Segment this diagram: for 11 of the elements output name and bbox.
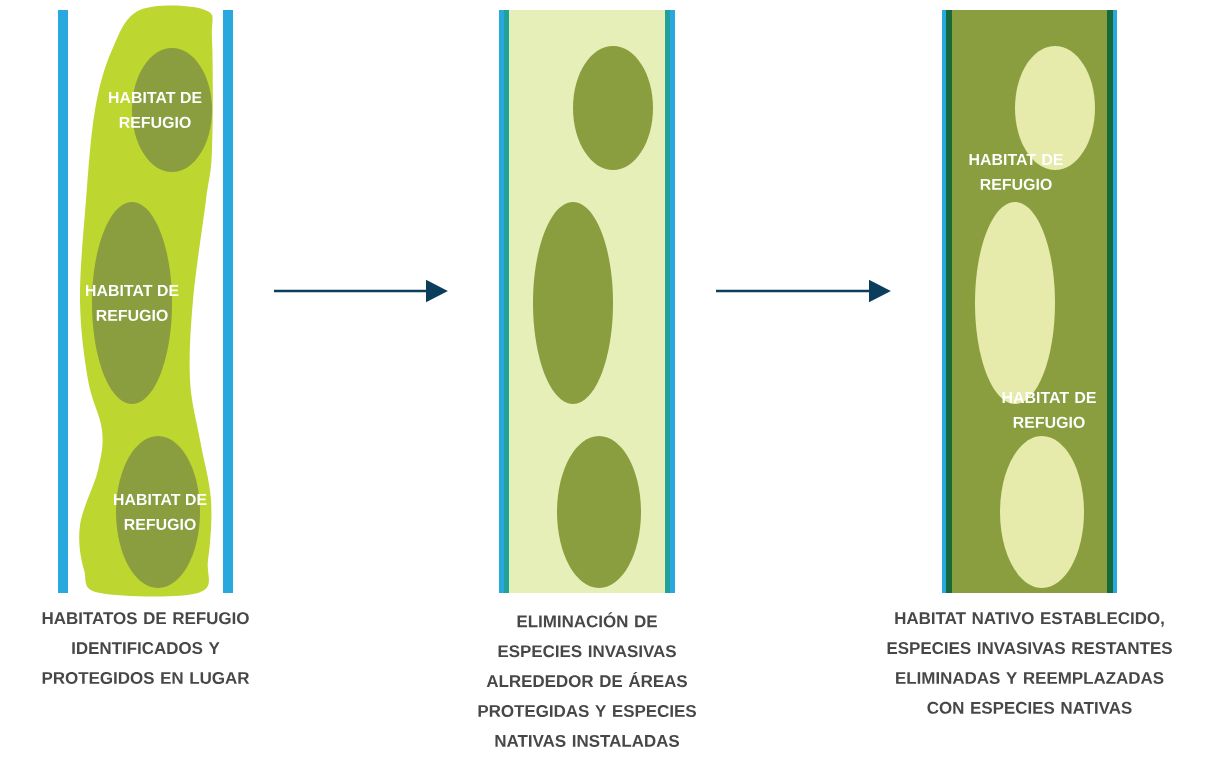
step-label: HABITATOS DE REFUGIO IDENTIFICADOS Y PROTEGIDOS EN LUGAR [42,612,250,684]
habitat-patch [557,436,641,588]
habitat-patch: HABITAT DE REFUGIO [109,48,212,172]
habitat-patch: HABITAT DE REFUGIO [114,436,207,588]
habitat-patch [533,202,613,404]
area-label: HABITAT DE REFUGIO [969,154,1063,190]
step-label: ELIMINACIÓN DE ESPECIES INVASIVAS ALREDEDOR DE ÁREAS PROTEGIDAS Y ESPECIES NATIVAS INSTALADAS [478,612,696,747]
step-label: HABITAT NATIVO ESTABLECIDO, ESPECIES INVASIVAS RESTANTES ELIMINADAS Y REEMPLAZADAS CON ESPECIES NATIVAS [887,612,1172,714]
habitat-patch [573,46,653,170]
habitat-patch [1000,436,1084,588]
habitat-patch: HABITAT DE REFUGIO [86,202,179,404]
